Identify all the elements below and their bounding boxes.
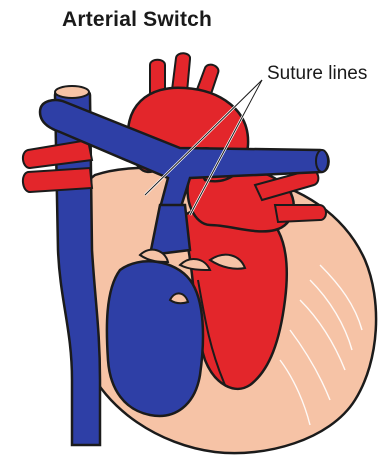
right-ventricle (107, 261, 203, 416)
